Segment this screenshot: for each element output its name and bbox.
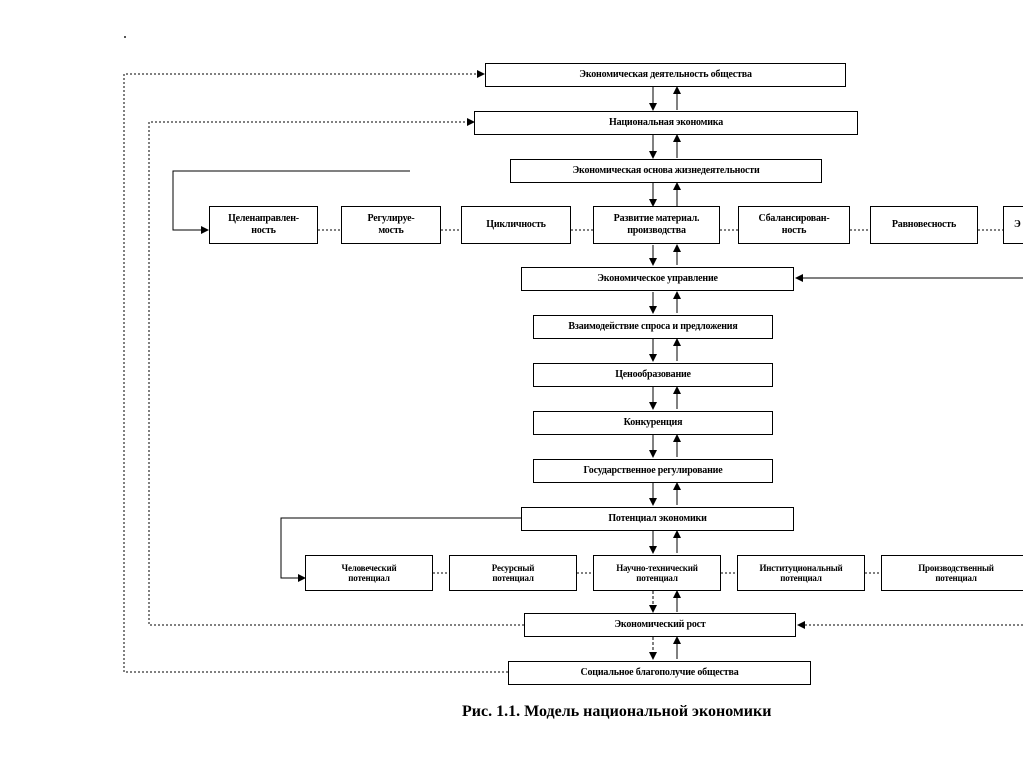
box-production-development: Развитие материал. производства (593, 206, 720, 244)
box-institutional-potential: Институциональный потенциал (737, 555, 865, 591)
box-cut-right: Э (1003, 206, 1023, 244)
box-balance: Сбалансирован- ность (738, 206, 850, 244)
figure-caption: Рис. 1.1. Модель национальной экономики (462, 703, 772, 720)
stray-dot (124, 36, 126, 38)
box-production-potential: Производственный потенциал (881, 555, 1023, 591)
box-economic-potential: Потенциал экономики (521, 507, 794, 531)
box-economic-growth: Экономический рост (524, 613, 796, 637)
box-goal-orientedness: Целенаправлен- ность (209, 206, 318, 244)
box-competition: Конкуренция (533, 411, 773, 435)
box-state-regulation: Государственное регулирование (533, 459, 773, 483)
box-scitech-potential: Научно-технический потенциал (593, 555, 721, 591)
box-equilibrium: Равновесность (870, 206, 978, 244)
box-economic-basis: Экономическая основа жизнедеятельности (510, 159, 822, 183)
box-regulatability: Регулируе- мость (341, 206, 441, 244)
box-national-economy: Национальная экономика (474, 111, 858, 135)
box-economic-management: Экономическое управление (521, 267, 794, 291)
box-cyclicity: Цикличность (461, 206, 571, 244)
box-price-formation: Ценообразование (533, 363, 773, 387)
box-human-potential: Человеческий потенциал (305, 555, 433, 591)
box-social-welfare: Социальное благополучие общества (508, 661, 811, 685)
box-economic-activity: Экономическая деятельность общества (485, 63, 846, 87)
box-resource-potential: Ресурсный потенциал (449, 555, 577, 591)
box-supply-demand: Взаимодействие спроса и предложения (533, 315, 773, 339)
